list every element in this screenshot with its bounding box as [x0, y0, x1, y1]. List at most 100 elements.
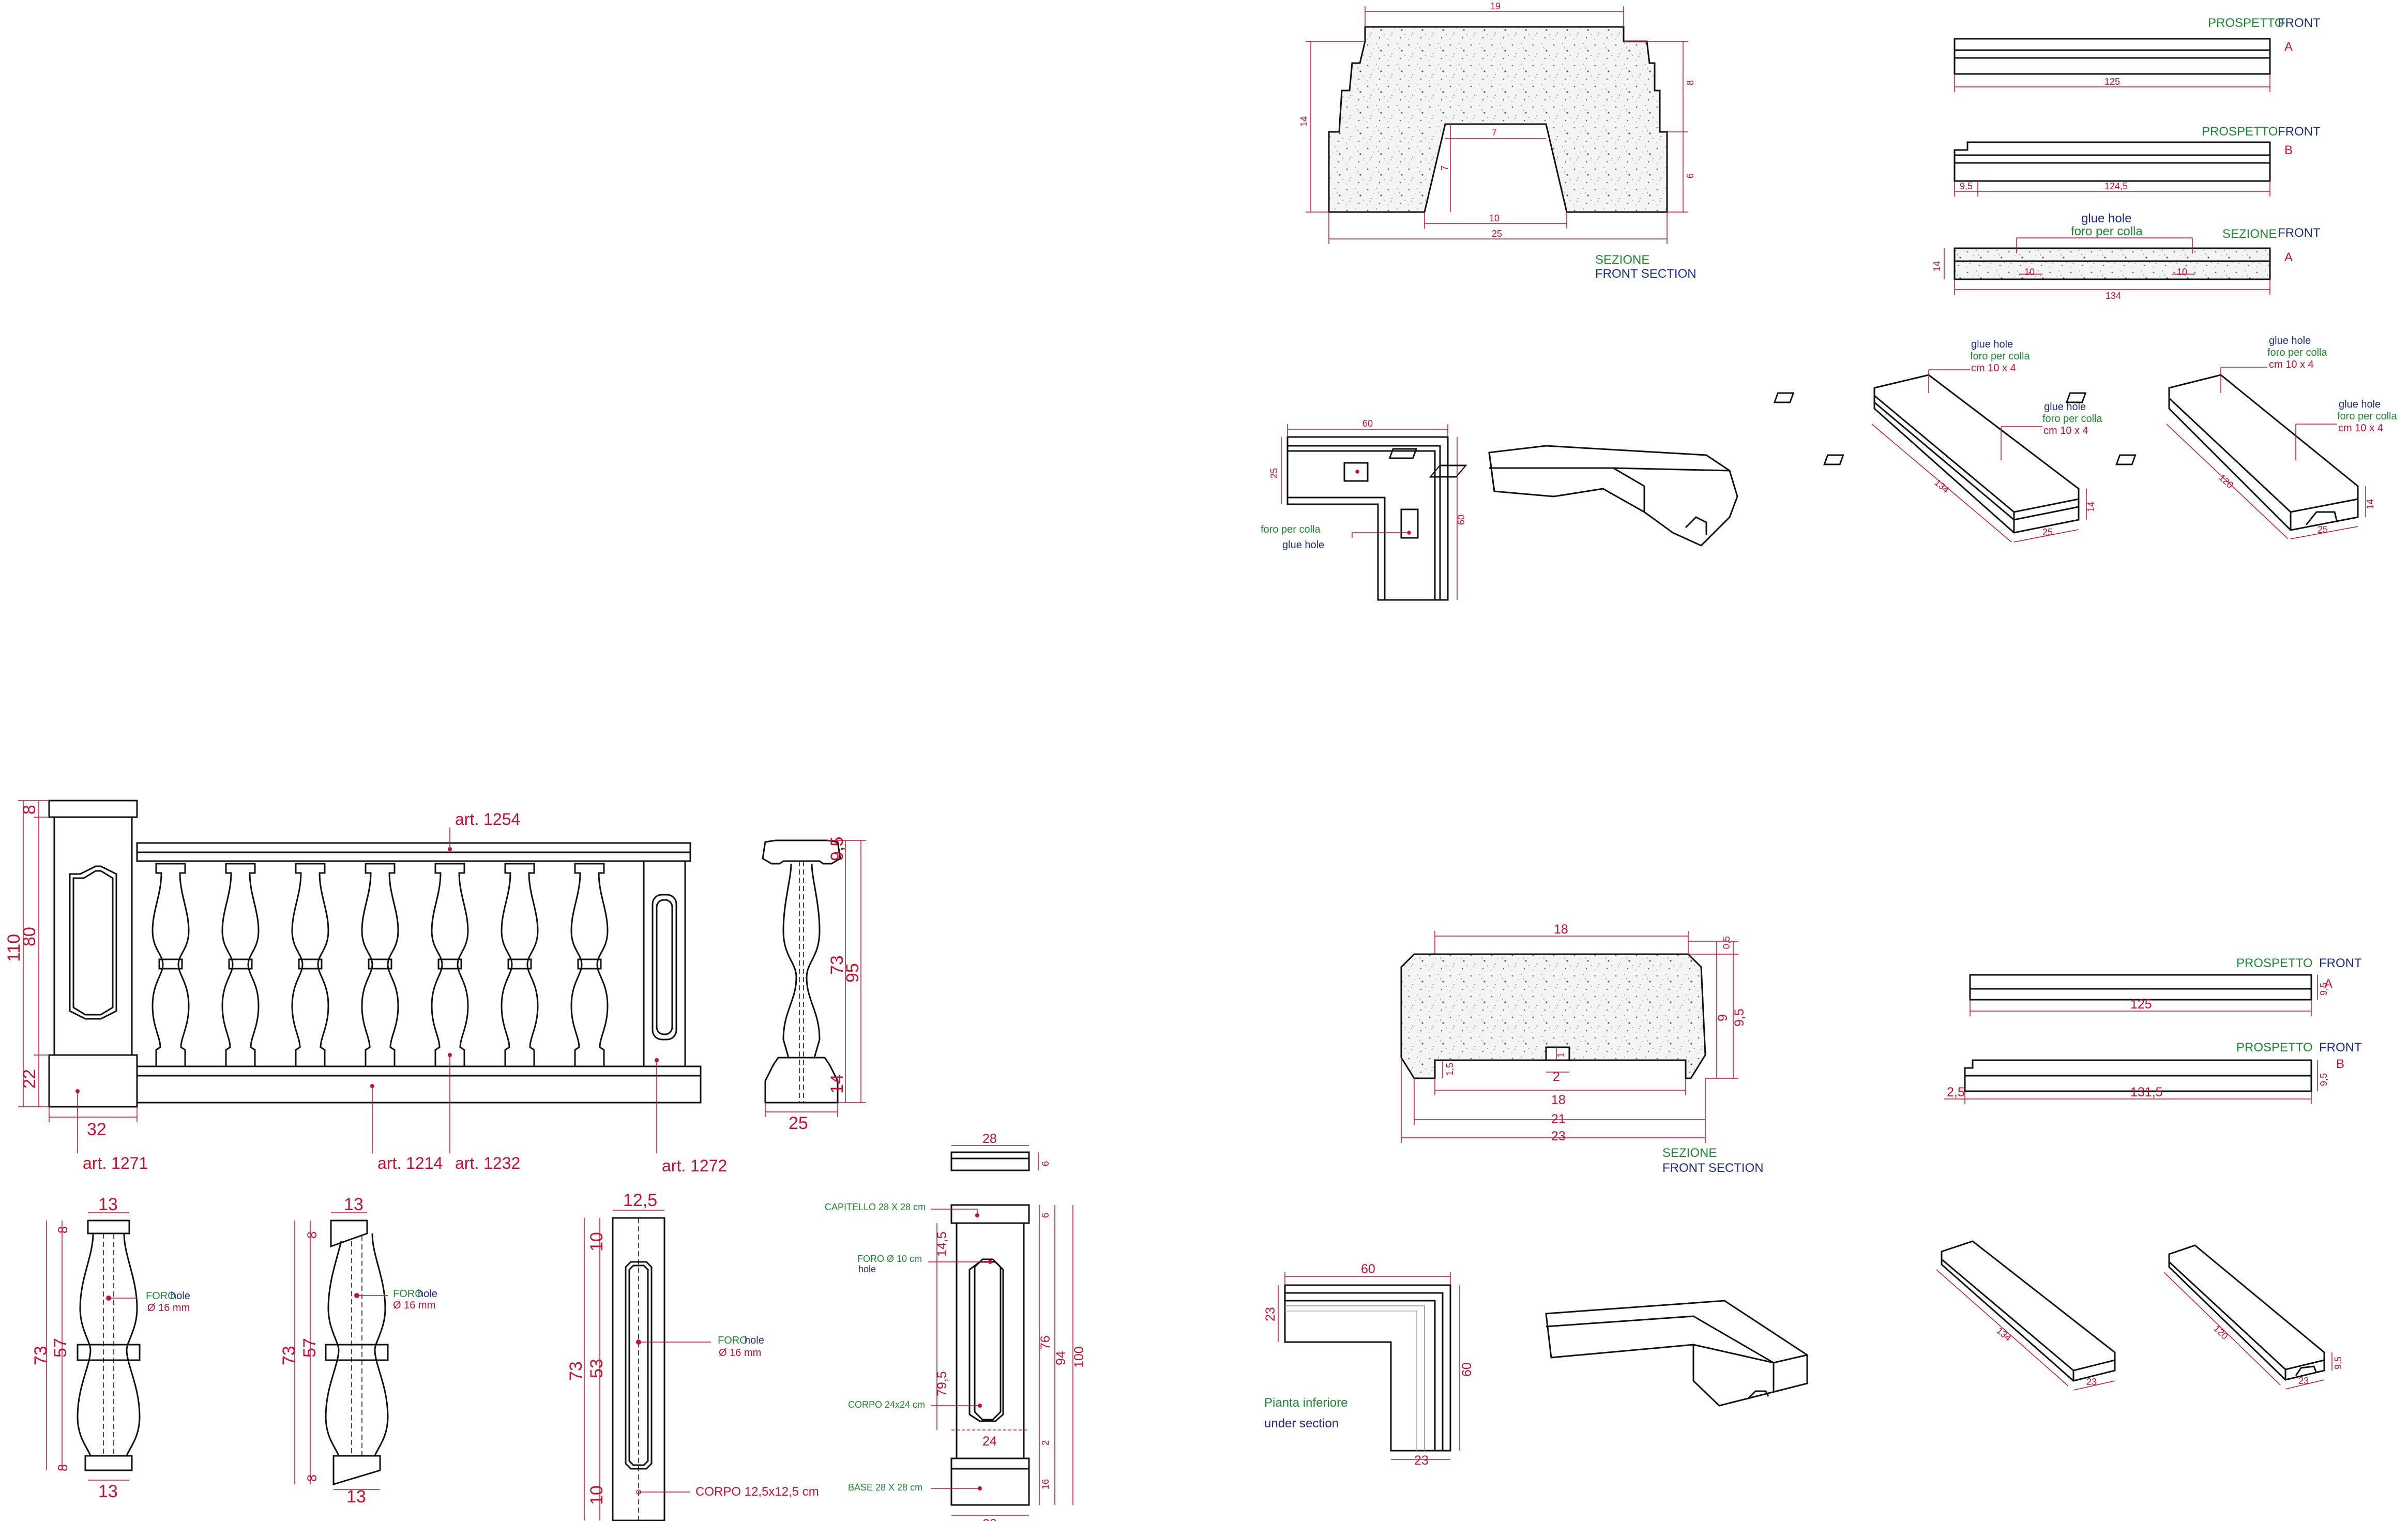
b2-dim-8-bot: 8 [305, 1474, 320, 1482]
iso2-dim-120: 120 [2217, 472, 2235, 490]
body-dim-10-top: 10 [587, 1232, 607, 1252]
iso1-glue-en-a: glue hole [1971, 339, 2013, 350]
bsec-dim-23: 23 [1551, 1129, 1566, 1143]
b1-dim-8-bot: 8 [56, 1464, 70, 1471]
belev-b-len: 131,5 [2130, 1085, 2163, 1100]
pillar-capitello: CAPITELLO 28 X 28 cm [825, 1202, 926, 1212]
elev-b-len: 124,5 [2104, 181, 2128, 191]
bal-dim-110: 110 [4, 934, 24, 962]
belev-b-letter: B [2336, 1057, 2344, 1071]
iso1-glue-it-a: foro per colla [1970, 351, 2030, 362]
top-elevation-b [1953, 141, 2271, 182]
belev-a-h: 9,5 [2319, 983, 2329, 996]
corner-dim-25: 25 [1269, 468, 1279, 478]
b2-foro: FORO [393, 1288, 423, 1300]
pillar-dim-28: 28 [982, 1517, 997, 1521]
art-1232-label: art. 1232 [455, 1154, 520, 1172]
bottom-front-section [1400, 953, 1706, 1079]
body-diam: Ø 16 mm [719, 1347, 761, 1359]
top-section-sezione [1953, 247, 2271, 280]
b1-dim-57: 57 [51, 1338, 70, 1358]
belev-a-front: FRONT [2319, 956, 2362, 970]
bal-dim-22: 22 [20, 1069, 39, 1089]
b2-dim-13-bot: 13 [346, 1487, 366, 1507]
side-dim-73: 73 [827, 955, 847, 975]
sezione-label: SEZIONE [2222, 227, 2277, 241]
bottom-corner-iso [1545, 1300, 1808, 1407]
dim-19: 19 [1490, 1, 1501, 11]
top-iso-piece-2 [2065, 374, 2359, 531]
side-dim-9-5: 9,5 [827, 837, 847, 861]
top-corner-iso [1388, 445, 1738, 547]
dim-6: 6 [1685, 173, 1695, 178]
balustrade-elevation [48, 800, 702, 1108]
bsec-dim-1-5: 1,5 [1445, 1063, 1455, 1076]
iso2-glue-en-b: glue hole [2339, 399, 2381, 410]
top-elevation-a [1953, 38, 2271, 75]
sezione-glue-it: foro per colla [2071, 224, 2143, 238]
belev-b-h: 9,5 [2319, 1073, 2329, 1086]
iso2-glue-size-b: cm 10 x 4 [2338, 423, 2383, 434]
b1-hole: hole [171, 1290, 190, 1302]
bottom-iso-piece-2 [2168, 1244, 2325, 1381]
belev-b-len-small: 2,5 [1947, 1085, 1965, 1100]
bsec-dim-21: 21 [1551, 1112, 1566, 1126]
iso2-glue-it-b: foro per colla [2337, 411, 2397, 422]
sezione-dim-10a: 10 [2024, 267, 2035, 277]
bcorner-dim-60-side: 60 [1460, 1362, 1474, 1377]
biso1-dim-134: 134 [1994, 1326, 2013, 1344]
b2-hole: hole [418, 1288, 437, 1300]
b1-dim-73: 73 [31, 1346, 51, 1365]
elev-a-prospetto: PROSPETTO [2208, 16, 2284, 30]
bottom-section-caption-it: SEZIONE [1662, 1146, 1717, 1160]
dim-7-height: 7 [1440, 165, 1450, 171]
body-hole: hole [745, 1335, 764, 1346]
iso2-glue-it-a: foro per colla [2267, 347, 2327, 358]
pillar-dim-14-5: 14,5 [935, 1231, 949, 1257]
iso1-glue-size-b: cm 10 x 4 [2043, 425, 2088, 436]
belev-a-prospetto: PROSPETTO [2236, 956, 2313, 970]
biso2-dim-120: 120 [2212, 1323, 2230, 1341]
bsec-dim-1: 1 [1556, 1052, 1566, 1058]
iso2-dim-14: 14 [2365, 499, 2375, 509]
pillar-base: BASE 28 X 28 cm [848, 1482, 922, 1493]
pillar-dim-6: 6 [1040, 1213, 1051, 1218]
bottom-section-caption-en: FRONT SECTION [1662, 1161, 1764, 1175]
top-front-section [1328, 26, 1668, 213]
pillar-dim-2: 2 [1040, 1440, 1051, 1445]
b1-diam: Ø 16 mm [147, 1302, 190, 1314]
belev-b-prospetto: PROSPETTO [2236, 1041, 2313, 1055]
b1-dim-13-top: 13 [98, 1195, 118, 1214]
belev-b-front: FRONT [2319, 1041, 2362, 1055]
corner-glue-en: glue hole [1282, 539, 1324, 551]
pillar-cap-6: 6 [1040, 1161, 1051, 1166]
body-corpo-label: CORPO 12,5x12,5 cm [695, 1485, 819, 1499]
pillar-dim-100: 100 [1072, 1346, 1086, 1368]
iso1-dim-25: 25 [2042, 527, 2053, 537]
dim-7-width: 7 [1492, 127, 1497, 138]
b2-dim-8-top: 8 [305, 1231, 320, 1239]
baluster [501, 863, 539, 1067]
bcorner-pianta-it: Pianta inferiore [1264, 1396, 1347, 1410]
corner-dim-60-side: 60 [1456, 515, 1466, 525]
dim-25: 25 [1492, 229, 1502, 239]
sezione-dim-134: 134 [2106, 291, 2121, 301]
dim-14: 14 [1299, 116, 1309, 127]
baluster [361, 863, 399, 1067]
biso1-dim-23: 23 [2086, 1377, 2097, 1387]
pillar-dim-94: 94 [1054, 1351, 1068, 1365]
bsec-dim-2: 2 [1553, 1070, 1560, 1084]
bcorner-dim-23: 23 [1263, 1307, 1278, 1321]
baluster [152, 863, 190, 1067]
iso1-glue-en-b: glue hole [2044, 401, 2086, 413]
b1-dim-13-bot: 13 [98, 1482, 118, 1501]
bal-dim-80: 80 [20, 927, 39, 946]
bottom-elevation-a [1969, 974, 2312, 1001]
bcorner-pianta-en: under section [1264, 1417, 1339, 1430]
dim-8: 8 [1685, 80, 1695, 85]
pillar-hole: hole [858, 1264, 876, 1274]
belev-a-letter: A [2324, 977, 2333, 991]
bsec-dim-9: 9 [1716, 1014, 1730, 1021]
side-dim-25: 25 [789, 1113, 808, 1133]
bsec-dim-18: 18 [1554, 922, 1568, 937]
